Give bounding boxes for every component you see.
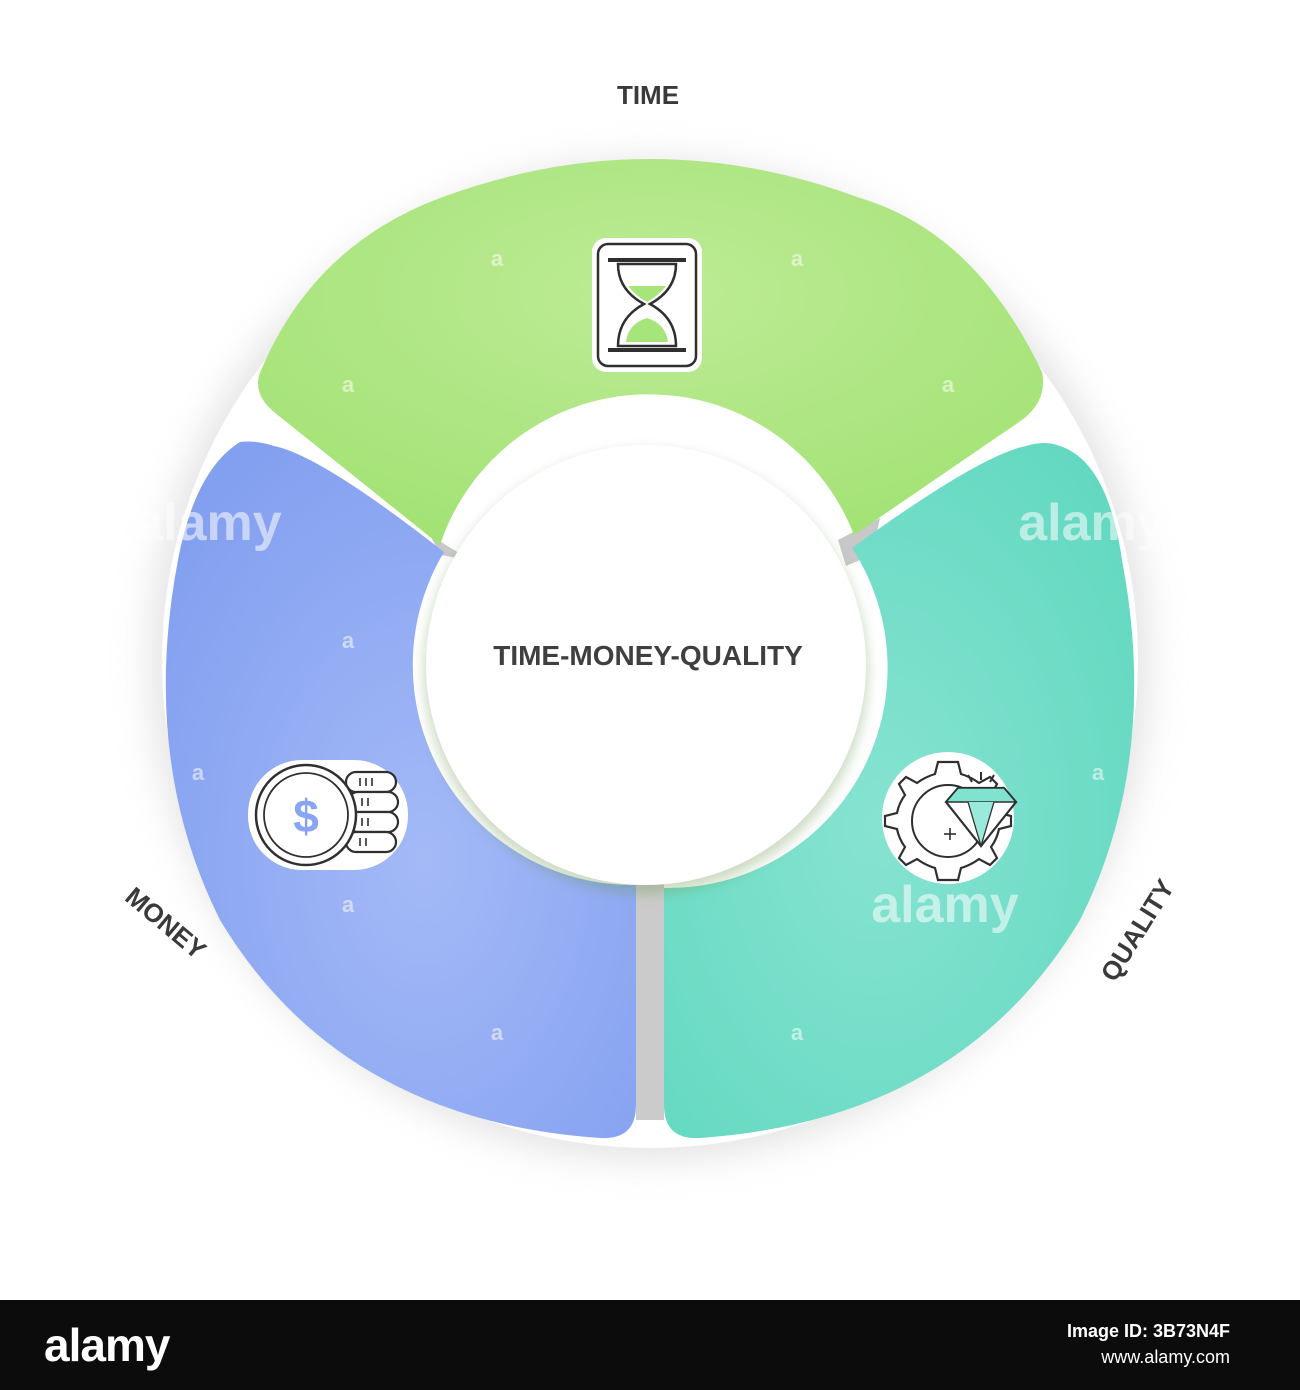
image-id: Image ID: 3B73N4F (1066, 1321, 1230, 1341)
svg-text:a: a (342, 372, 355, 397)
alamy-logo[interactable]: alamy (44, 1319, 170, 1371)
watermark-layer: alamy alamy alamy alamy a a a a a a a a … (134, 246, 1166, 1232)
time-money-quality-diagram: TIME-MONEY-QUALITY TIME MONEY QUALITY (119, 80, 1181, 1232)
coin-stack-icon: $ (248, 760, 408, 870)
label-money: MONEY (120, 881, 212, 965)
label-quality: QUALITY (1094, 874, 1180, 987)
svg-text:a: a (491, 1155, 504, 1180)
svg-text:alamy: alamy (871, 876, 1019, 934)
svg-text:a: a (791, 246, 804, 271)
gap-bottom (636, 880, 664, 1120)
image-id-block: Image ID: 3B73N4F www.alamy.com (1067, 1318, 1230, 1370)
site-url[interactable]: www.alamy.com (1101, 1347, 1230, 1367)
svg-text:a: a (192, 760, 205, 785)
center-title: TIME-MONEY-QUALITY (493, 640, 803, 671)
svg-text:a: a (491, 246, 504, 271)
svg-text:a: a (491, 1020, 504, 1045)
footer-bar: alamy Image ID: 3B73N4F www.alamy.com (0, 1300, 1300, 1390)
svg-text:a: a (1092, 760, 1105, 785)
svg-text:alamy: alamy (134, 494, 282, 552)
gear-diamond-icon (882, 752, 1018, 884)
svg-text:alamy: alamy (1018, 494, 1166, 552)
center-circle (426, 445, 866, 885)
label-time: TIME (617, 80, 679, 110)
svg-text:a: a (942, 372, 955, 397)
svg-text:$: $ (293, 790, 319, 842)
svg-text:a: a (342, 892, 355, 917)
svg-text:a: a (342, 628, 355, 653)
svg-text:alamy: alamy (566, 1174, 714, 1232)
svg-text:a: a (791, 1020, 804, 1045)
hourglass-icon (592, 238, 702, 372)
svg-text:a: a (791, 1155, 804, 1180)
